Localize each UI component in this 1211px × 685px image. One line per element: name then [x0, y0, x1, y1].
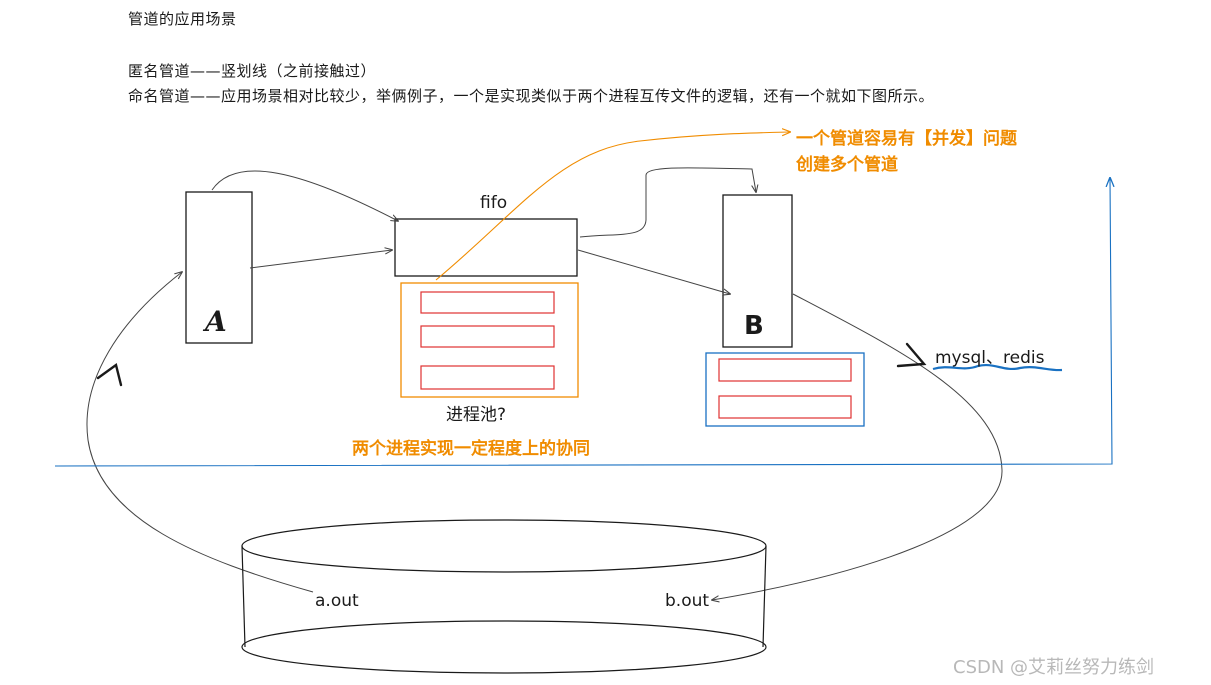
- arrow-a-top-to-fifo: [211, 170, 398, 221]
- file-a-label: a.out: [315, 591, 359, 611]
- cooperation-note: 两个进程实现一定程度上的协同: [352, 439, 590, 459]
- disk-left-edge: [241, 545, 246, 648]
- watermark: CSDN @艾莉丝努力练剑: [953, 657, 1155, 678]
- concurrency-note-line2: 创建多个管道: [796, 155, 898, 175]
- arrow-pool-to-note: [435, 132, 790, 281]
- db-underline: [932, 364, 1063, 372]
- arrow-fifo-to-b-top: [579, 167, 756, 238]
- arrow-b-to-bout: [712, 293, 1003, 600]
- process-a-label: A: [202, 305, 227, 338]
- left-hand-arrow-mark: [96, 362, 123, 387]
- db-hand-mark: [896, 342, 927, 368]
- disk-top-ellipse: [241, 519, 767, 573]
- anonymous-pipe-line: 匿名管道——竖划线（之前接触过）: [128, 62, 377, 80]
- arrow-a-to-fifo: [249, 250, 392, 269]
- process-b-label: B: [744, 311, 764, 341]
- b-queue-item-1: [718, 358, 852, 382]
- pool-pipe-2: [420, 325, 555, 348]
- heading: 管道的应用场景: [128, 10, 237, 28]
- pool-pipe-3: [420, 365, 555, 390]
- b-queue-box: [705, 352, 865, 427]
- boundary-line: [54, 178, 1112, 467]
- file-b-label: b.out: [665, 591, 710, 611]
- process-pool-box: [400, 282, 579, 398]
- concurrency-note-line1: 一个管道容易有【并发】问题: [796, 129, 1017, 149]
- db-label: mysql、redis: [935, 348, 1045, 368]
- process-b-box: [722, 194, 793, 348]
- named-pipe-line: 命名管道——应用场景相对比较少，举俩例子，一个是实现类似于两个进程互传文件的逻辑…: [128, 87, 935, 105]
- disk-bottom-ellipse: [241, 620, 767, 674]
- disk-right-edge: [762, 545, 767, 648]
- arrow-aout-to-a: [86, 272, 314, 593]
- b-queue-item-2: [718, 395, 852, 419]
- process-pool-label: 进程池?: [446, 405, 507, 425]
- fifo-box: [394, 218, 578, 277]
- arrow-fifo-to-b: [577, 249, 730, 294]
- fifo-label: fifo: [480, 193, 508, 213]
- pool-pipe-1: [420, 291, 555, 314]
